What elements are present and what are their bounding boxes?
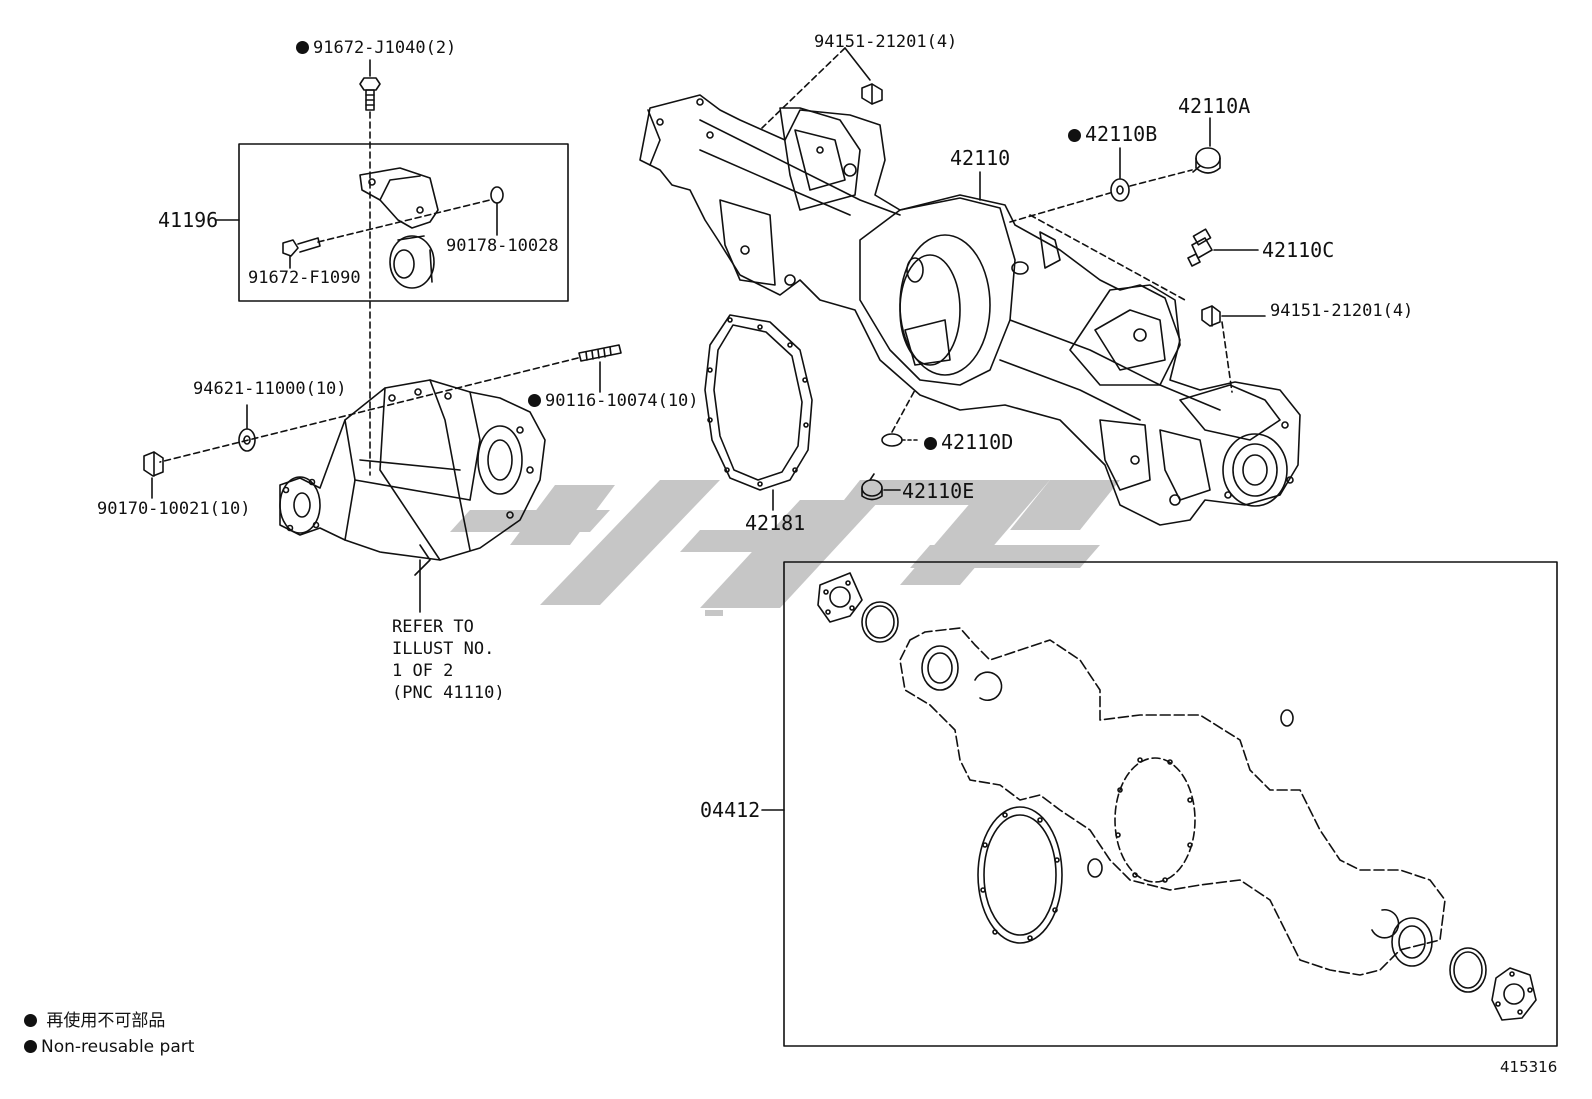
refer-note: REFER TO ILLUST NO. 1 OF 2 (PNC 41110): [392, 617, 505, 703]
label-42110c: 42110C: [1262, 238, 1335, 262]
legend-english: Non-reusable part: [24, 1039, 194, 1056]
label-94621-11000: 94621-11000(10): [193, 379, 347, 399]
label-91672-f1090: 91672-F1090: [248, 268, 361, 288]
non-reusable-dot-icon: [924, 437, 937, 450]
gasket-kit-contents: [817, 572, 1537, 1021]
non-reusable-dot-icon: [24, 1040, 37, 1053]
washer-94621: [238, 428, 256, 452]
nut-90170: [143, 451, 164, 477]
drain-plug-42110e: [861, 473, 883, 501]
mount-bracket: [359, 167, 439, 229]
bolt-91672-f1090: [282, 237, 321, 257]
label-42110e: 42110E: [902, 479, 975, 503]
label-42110d: 42110D: [924, 432, 1013, 452]
label-42110: 42110: [950, 146, 1011, 170]
bushing: [389, 235, 435, 289]
label-41196: 41196: [158, 208, 219, 232]
label-90116-10074: 90116-10074(10): [528, 393, 699, 410]
non-reusable-dot-icon: [24, 1014, 37, 1027]
stud-90116: [578, 344, 622, 362]
label-90170-10021: 90170-10021(10): [97, 499, 251, 519]
nut-94151-top: [861, 83, 883, 105]
non-reusable-dot-icon: [528, 394, 541, 407]
nut-94151-right: [1201, 305, 1221, 327]
washer-90178: [490, 186, 504, 204]
bracket-group-box: [238, 143, 569, 302]
label-94151-21201-right: 94151-21201(4): [1270, 301, 1414, 321]
label-91672-j1040: 91672-J1040(2): [296, 40, 456, 57]
plug-42110a: [1192, 147, 1221, 174]
label-42181: 42181: [745, 511, 806, 535]
non-reusable-dot-icon: [296, 41, 309, 54]
gasket-42110d: [881, 433, 903, 447]
label-42110b: 42110B: [1068, 124, 1157, 144]
gasket-kit-box: [783, 561, 1558, 1047]
axle-housing-42110: [639, 94, 1301, 526]
breather-42110c: [1187, 228, 1213, 267]
washer-42110b: [1110, 178, 1130, 202]
label-90178-10028: 90178-10028: [446, 236, 559, 256]
figure-number: 415316: [1500, 1058, 1558, 1076]
label-94151-21201-top: 94151-21201(4): [814, 32, 958, 52]
watermark-logo: [450, 480, 1120, 616]
differential-carrier: [279, 379, 546, 576]
gasket-42181: [704, 314, 813, 491]
legend-japanese: 再使用不可部品: [24, 1013, 165, 1030]
bolt-91672-j1040: [359, 77, 381, 111]
label-04412: 04412: [700, 798, 761, 822]
non-reusable-dot-icon: [1068, 129, 1081, 142]
label-42110a: 42110A: [1178, 94, 1251, 118]
